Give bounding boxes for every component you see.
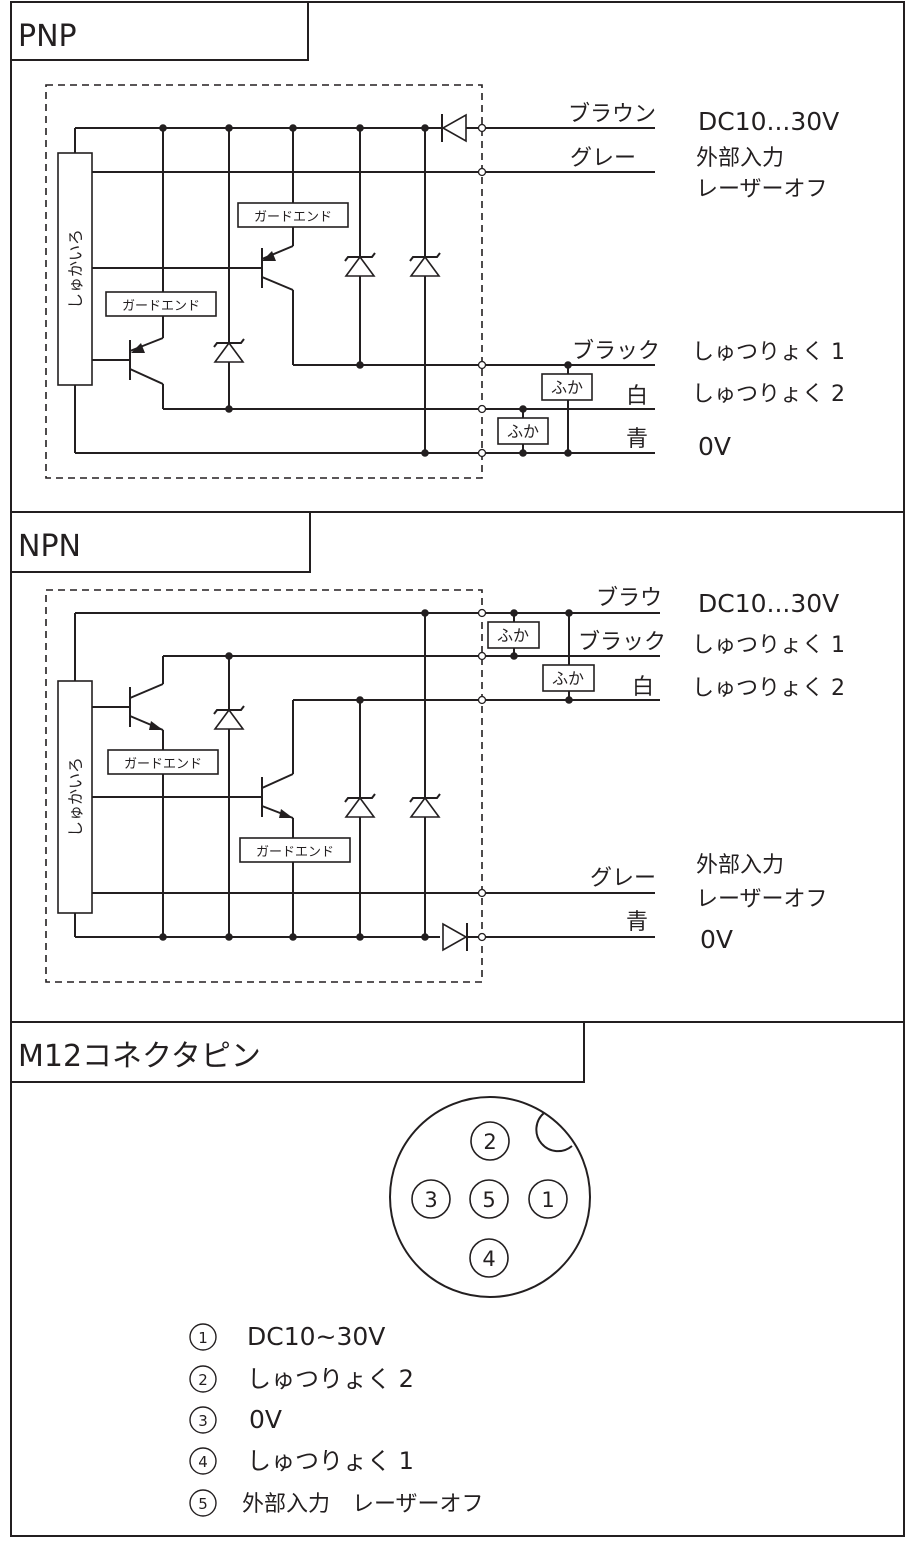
pnp-wire-brown: ブラウン (568, 102, 656, 127)
svg-text:5: 5 (198, 1495, 208, 1513)
npn-title: NPN (18, 529, 81, 564)
pnp-housing-boundary (45, 84, 483, 479)
npn-func-ext-input-2: レーザーオフ (696, 887, 828, 912)
pnp-func-output-2: しゅつりょく 2 (692, 382, 845, 407)
npn-wire-blue: 青 (626, 910, 648, 935)
pnp-func-supply: DC10...30V (698, 107, 839, 136)
npn-wire-black: ブラック (578, 630, 666, 655)
npn-func-zero: 0V (700, 925, 733, 954)
m12-pin-2: 2 (470, 1121, 510, 1161)
pnp-load-label-2: ふか (507, 422, 539, 441)
pnp-zener-3 (409, 252, 441, 277)
m12-pin-legend: 1 DC10~30V 2 しゅつりょく 2 3 0V 4 しゅつりょく 1 5 … (189, 1322, 484, 1517)
legend-item-4: 4 しゅつりょく 1 (189, 1447, 414, 1475)
npn-housing-boundary (45, 589, 483, 983)
npn-zener-2 (344, 793, 376, 818)
npn-zener-1 (213, 705, 245, 730)
svg-text:2: 2 (483, 1130, 496, 1154)
npn-func-ext-input-1: 外部入力 (696, 853, 784, 878)
svg-text:2: 2 (198, 1371, 208, 1389)
legend-item-1: 1 DC10~30V (189, 1322, 385, 1351)
svg-text:3: 3 (198, 1412, 208, 1430)
legend-item-5: 5 外部入力 レーザーオフ (189, 1489, 484, 1517)
m12-pin-3: 3 (411, 1179, 451, 1219)
pnp-func-ext-input-1: 外部入力 (696, 146, 784, 171)
svg-text:4: 4 (482, 1247, 495, 1271)
npn-func-output-1: しゅつりょく 1 (692, 633, 845, 658)
npn-guard-label-1: ガードエンド (124, 757, 202, 772)
npn-zener-3 (409, 793, 441, 818)
pnp-wire-blue: 青 (626, 427, 648, 452)
npn-guard-label-2: ガードエンド (256, 845, 334, 860)
pnp-guard-label-1: ガードエンド (254, 210, 332, 225)
svg-text:1: 1 (198, 1329, 208, 1347)
npn-main-circuit-label: しゅかいろ (66, 757, 85, 837)
m12-connector: 2 3 5 1 4 (389, 1096, 591, 1298)
svg-text:DC10~30V: DC10~30V (247, 1322, 385, 1351)
pnp-load-label-1: ふか (551, 378, 583, 397)
npn-circuit: しゅかいろ ガードエンド ガードエンド (45, 586, 845, 983)
svg-text:1: 1 (541, 1188, 554, 1212)
svg-text:4: 4 (198, 1453, 208, 1471)
svg-text:5: 5 (482, 1188, 495, 1212)
legend-item-2: 2 しゅつりょく 2 (189, 1365, 414, 1393)
pnp-func-output-1: しゅつりょく 1 (692, 340, 845, 365)
npn-wire-gray: グレー (590, 866, 656, 891)
m12-pin-1: 1 (528, 1179, 568, 1219)
pnp-wire-black: ブラック (572, 339, 660, 364)
pnp-func-ext-input-2: レーザーオフ (696, 177, 828, 202)
npn-load-label-1: ふか (497, 626, 529, 645)
pnp-supply-diode (441, 113, 467, 143)
svg-text:外部入力 レーザーオフ: 外部入力 レーザーオフ (242, 1492, 484, 1517)
m12-keying-notch (535, 1112, 573, 1153)
npn-supply-diode (442, 922, 468, 952)
svg-text:3: 3 (424, 1188, 437, 1212)
npn-wire-white: 白 (632, 675, 654, 700)
npn-func-supply: DC10...30V (698, 589, 839, 618)
svg-text:しゅつりょく 2: しゅつりょく 2 (247, 1365, 414, 1393)
pnp-func-zero: 0V (698, 432, 731, 461)
npn-wire-brown: ブラウ (596, 586, 662, 611)
npn-func-output-2: しゅつりょく 2 (692, 676, 845, 701)
pnp-title: PNP (18, 19, 77, 54)
m12-title: M12コネクタピン (18, 1039, 261, 1074)
pnp-circuit: しゅかいろ ガードエンド ガードエンド (45, 84, 845, 479)
pnp-wire-gray: グレー (570, 146, 636, 171)
pnp-guard-label-2: ガードエンド (122, 299, 200, 314)
pnp-wire-white: 白 (626, 384, 648, 409)
legend-item-3: 3 0V (189, 1405, 282, 1434)
m12-pin-4: 4 (469, 1238, 509, 1278)
npn-load-label-2: ふか (552, 669, 584, 688)
svg-text:0V: 0V (249, 1405, 282, 1434)
panel-frames (10, 1, 905, 1537)
pnp-zener-1 (213, 338, 245, 363)
m12-pin-5: 5 (469, 1179, 509, 1219)
svg-text:しゅつりょく 1: しゅつりょく 1 (247, 1447, 414, 1475)
pnp-main-circuit-label: しゅかいろ (66, 229, 85, 309)
pnp-zener-2 (344, 252, 376, 277)
